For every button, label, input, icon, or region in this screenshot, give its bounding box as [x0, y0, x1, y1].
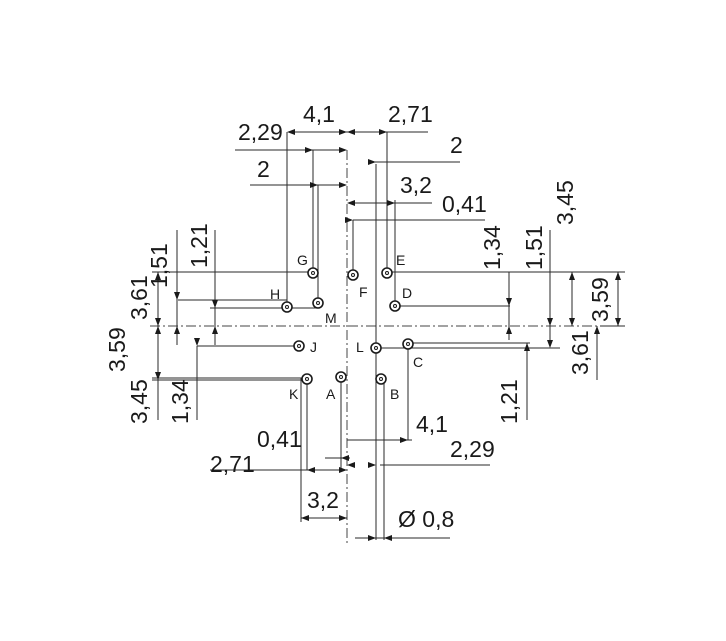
left-arrows [155, 272, 218, 380]
dim-right-1-21: 1,21 [496, 379, 522, 424]
dim-left-3-45: 3,45 [126, 379, 152, 424]
pin-c [402, 338, 414, 350]
dim-right-3-59: 3,59 [587, 277, 613, 322]
dim-top-2-29: 2,29 [238, 119, 283, 145]
dim-bot-2-71: 2,71 [210, 451, 255, 477]
pin-g [307, 267, 319, 279]
pin-e [381, 267, 393, 279]
dim-bot-0-41: 0,41 [257, 426, 302, 452]
dim-right-1-51: 1,51 [521, 225, 547, 270]
dim-bot-4-1: 4,1 [416, 411, 448, 437]
dim-top-4-1: 4,1 [303, 101, 335, 127]
bottom-arrows [301, 437, 408, 541]
pin-label-k: K [289, 386, 299, 402]
right-arrows [506, 272, 621, 351]
dim-bot-diameter: Ø 0,8 [398, 506, 454, 532]
pin-label-e: E [396, 252, 405, 268]
pin-b [375, 373, 387, 385]
pin-m [312, 297, 324, 309]
pin-label-g: G [297, 252, 308, 268]
pin-h [281, 301, 293, 313]
dim-top-2-left: 2 [257, 156, 270, 182]
pin-label-h: H [270, 286, 280, 302]
pin-l [370, 342, 382, 354]
pin-a [335, 371, 347, 383]
top-arrows [287, 129, 395, 223]
top-extension-lines [235, 131, 485, 348]
pin-label-c: C [413, 354, 423, 370]
bottom-extension-lines [210, 346, 490, 540]
pin-label-b: B [390, 386, 399, 402]
dim-left-1-34: 1,34 [167, 379, 193, 424]
dim-top-2-right: 2 [450, 132, 463, 158]
pin-label-m: M [325, 310, 337, 326]
pin-j [293, 340, 305, 352]
dim-top-2-71: 2,71 [388, 101, 433, 127]
pin-d [389, 300, 401, 312]
pin-label-d: D [402, 285, 412, 301]
dim-right-3-45: 3,45 [552, 180, 578, 225]
pin-label-j: J [310, 339, 317, 355]
dim-right-3-61: 3,61 [567, 330, 593, 375]
pin-f [347, 269, 359, 281]
pin-label-a: A [326, 386, 336, 402]
dim-left-1-51: 1,51 [146, 243, 172, 288]
dim-top-0-41: 0,41 [442, 191, 487, 217]
pin-k [301, 373, 313, 385]
dim-bot-2-29: 2,29 [450, 436, 495, 462]
dim-left-3-59: 3,59 [104, 327, 130, 372]
dim-bot-3-2: 3,2 [307, 487, 339, 513]
dim-left-3-61: 3,61 [126, 275, 152, 320]
dim-top-3-2: 3,2 [400, 172, 432, 198]
pin-label-l: L [356, 339, 364, 355]
dim-left-1-21: 1,21 [186, 223, 212, 268]
pin-label-f: F [359, 284, 368, 300]
dim-right-1-34: 1,34 [479, 225, 505, 270]
left-extension-lines [152, 230, 316, 420]
